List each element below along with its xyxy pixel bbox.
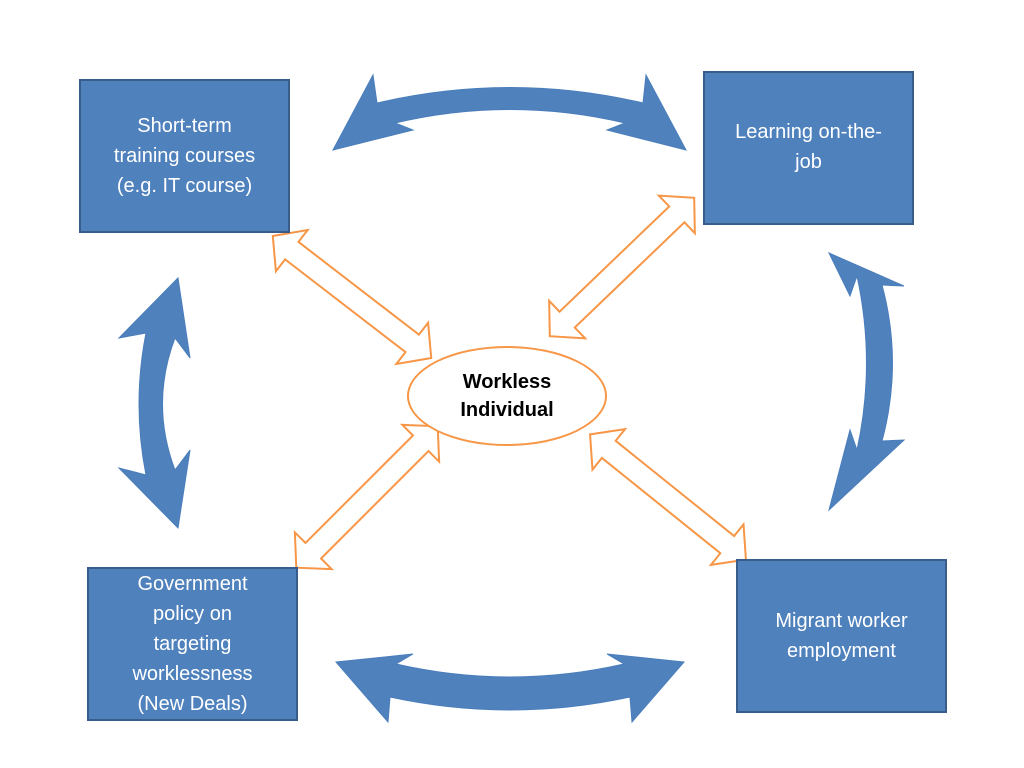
curved-arrow-right [827, 251, 906, 512]
outline-arrow-bottom-right [589, 427, 747, 567]
outline-arrow-top-right [548, 194, 696, 340]
outline-arrow-bottom-left [293, 423, 441, 571]
government-policy-box: Government policy on targeting worklessn… [87, 567, 298, 721]
workless-individual-node: Workless Individual [407, 346, 607, 446]
learning-on-the-job-box: Learning on-the- job [703, 71, 914, 225]
curved-arrow-top [332, 73, 687, 151]
outline-arrow-top-left [271, 228, 433, 366]
migrant-worker-box: Migrant worker employment [736, 559, 947, 713]
curved-arrow-bottom [334, 653, 686, 724]
short-term-training-box: Short-term training courses (e.g. IT cou… [79, 79, 290, 233]
curved-arrow-left [117, 276, 191, 530]
